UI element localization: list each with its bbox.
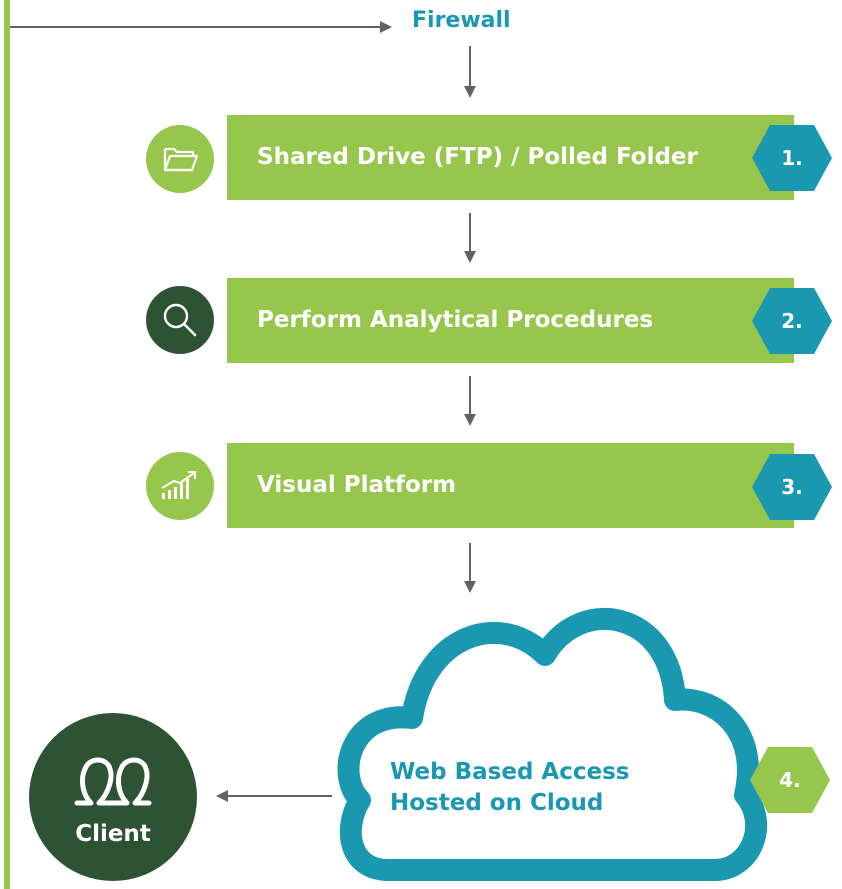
output-arrow-head	[216, 790, 228, 802]
step-4-number: 4.	[779, 768, 801, 792]
step-3-label: Visual Platform	[257, 472, 457, 498]
folder-icon-circle	[146, 125, 214, 193]
step-4-number-badge: 4.	[750, 747, 830, 813]
cloud-text: Web Based Access Hosted on Cloud	[390, 757, 629, 819]
cloud-shape	[337, 608, 768, 881]
step-3-number: 3.	[781, 475, 803, 499]
folder-icon	[163, 147, 199, 172]
growth-chart-icon-circle	[146, 452, 214, 520]
client-label: Client	[75, 821, 151, 847]
input-arrow-line	[10, 26, 382, 28]
step-2-box: Perform Analytical Procedures	[227, 278, 794, 363]
step-2-number-badge: 2.	[752, 288, 832, 354]
people-icon	[74, 757, 152, 806]
step-1-number-badge: 1.	[752, 125, 832, 191]
step-2-label: Perform Analytical Procedures	[257, 307, 654, 333]
step-1-box: Shared Drive (FTP) / Polled Folder	[227, 115, 794, 200]
left-boundary-line	[4, 0, 10, 889]
flow-arrow-stem	[469, 213, 471, 251]
step-2-number: 2.	[781, 309, 803, 333]
step-1-number: 1.	[781, 146, 803, 170]
input-arrow-head	[380, 21, 392, 33]
flow-arrow-head	[464, 414, 476, 426]
flow-arrow-head	[464, 251, 476, 263]
flow-arrow-head	[464, 86, 476, 98]
magnifier-icon-circle	[146, 286, 214, 354]
step-3-number-badge: 3.	[752, 454, 832, 520]
flow-arrow-head	[464, 581, 476, 593]
step-1-label: Shared Drive (FTP) / Polled Folder	[257, 144, 698, 170]
client-circle: Client	[29, 713, 197, 881]
flow-arrow-stem	[469, 46, 471, 86]
output-arrow-line	[228, 795, 332, 797]
flow-arrow-stem	[469, 543, 471, 581]
growth-chart-icon	[161, 471, 196, 499]
flow-arrow-stem	[469, 376, 471, 414]
magnifier-icon	[163, 303, 197, 337]
firewall-label: Firewall	[412, 8, 511, 33]
cloud-line-2: Hosted on Cloud	[390, 790, 604, 816]
cloud-line-1: Web Based Access	[390, 759, 630, 785]
step-3-box: Visual Platform	[227, 443, 794, 528]
